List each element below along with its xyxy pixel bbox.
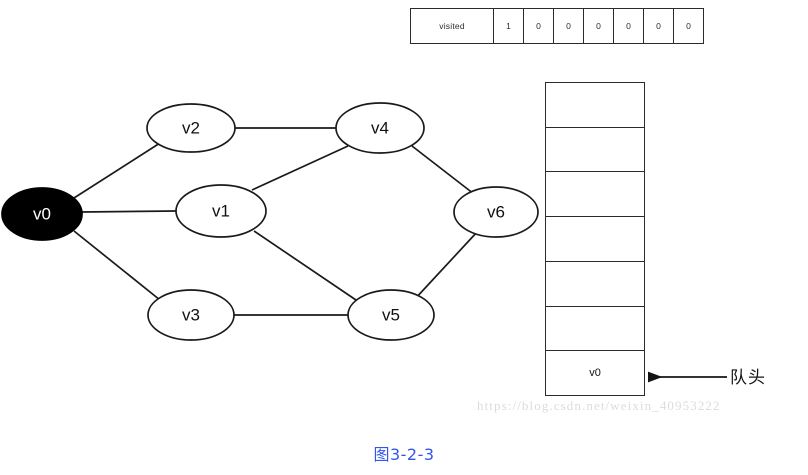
node-v3-label: v3 <box>182 305 200 324</box>
node-v4-label: v4 <box>371 118 389 137</box>
visited-cell-2: 0 <box>553 9 583 43</box>
figure-caption: 图3-2-3 <box>373 445 435 464</box>
node-v1-shape <box>175 184 267 238</box>
edge-v5-v6 <box>413 230 479 301</box>
node-v5-label: v5 <box>382 305 400 324</box>
edge-v0-v2 <box>73 142 161 199</box>
node-v0-shape <box>1 187 83 241</box>
queue-cell-5 <box>546 307 644 352</box>
node-v1-label: v1 <box>212 201 230 220</box>
queue-container: v0 <box>545 82 645 396</box>
node-v2-label: v2 <box>182 118 200 137</box>
graph-node-v6[interactable]: v6 <box>453 186 539 238</box>
visited-array-label: visited <box>439 21 465 31</box>
queue-cell-3 <box>546 217 644 262</box>
graph-node-v0[interactable]: v0 <box>1 187 83 241</box>
graph-diagram: v0 v2 v1 v3 v4 <box>1 102 539 341</box>
queue-head-label: 队头 <box>730 368 766 388</box>
graph-node-v1[interactable]: v1 <box>175 184 267 238</box>
visited-cell-1: 0 <box>523 9 553 43</box>
queue-head-arrow-icon <box>648 371 727 383</box>
visited-cell-0: 1 <box>493 9 523 43</box>
edge-v1-v4 <box>251 145 349 191</box>
visited-cell-6: 0 <box>673 9 703 43</box>
visited-cell-3: 0 <box>583 9 613 43</box>
node-v6-label: v6 <box>487 202 505 221</box>
watermark-text: https://blog.csdn.net/weixin_40953222 <box>477 398 721 413</box>
edge-v4-v6 <box>411 145 475 195</box>
visited-array-table: visited 1 0 0 0 0 0 0 <box>410 8 704 44</box>
queue-cell-6: v0 <box>589 367 601 380</box>
visited-cell-4: 0 <box>613 9 643 43</box>
node-v3-shape <box>147 289 235 341</box>
queue-cell-1 <box>546 128 644 173</box>
visited-cell-5: 0 <box>643 9 673 43</box>
edge-v0-v1 <box>81 210 177 213</box>
node-v6-shape <box>453 186 539 238</box>
node-v2-shape <box>146 103 236 153</box>
graph-nodes: v0 v2 v1 v3 v4 <box>1 102 539 341</box>
queue-cell-2 <box>546 172 644 218</box>
edge-v0-v3 <box>73 230 161 301</box>
queue-cell-0 <box>546 83 644 128</box>
node-v0-label: v0 <box>33 204 51 223</box>
graph-edges <box>73 127 479 316</box>
node-v4-shape <box>335 102 425 154</box>
graph-node-v4[interactable]: v4 <box>335 102 425 154</box>
graph-node-v3[interactable]: v3 <box>147 289 235 341</box>
graph-node-v2[interactable]: v2 <box>146 103 236 153</box>
edge-v1-v5 <box>253 230 357 301</box>
graph-node-v5[interactable]: v5 <box>347 289 435 341</box>
node-v5-shape <box>347 289 435 341</box>
queue-cell-4 <box>546 262 644 307</box>
